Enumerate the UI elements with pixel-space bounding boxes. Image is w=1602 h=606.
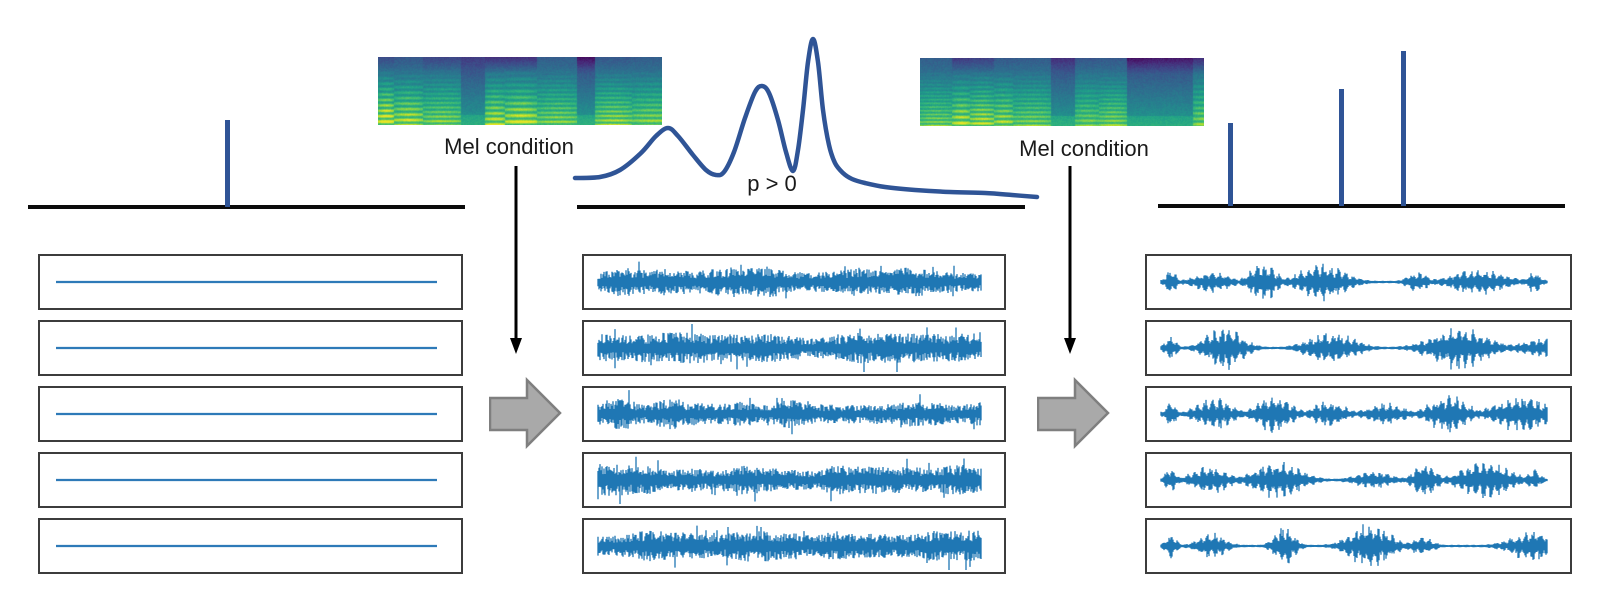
impulse-spike (1339, 89, 1344, 206)
mel-spectrogram-right (920, 58, 1204, 126)
waveform-box-output-5 (1145, 518, 1572, 574)
density-curve-path (572, 36, 1040, 200)
left-axis-line (28, 205, 465, 209)
waveform-box-noisy-2 (582, 320, 1006, 376)
speech-waveform (1160, 462, 1548, 498)
waveform-box-prior-1 (38, 254, 463, 310)
impulse-spike (1228, 123, 1233, 206)
speech-waveform (1160, 328, 1548, 370)
waveform-box-prior-4 (38, 452, 463, 508)
block-arrow-shape (489, 377, 562, 449)
waveform-box-noisy-5 (582, 518, 1006, 574)
waveform-box-output-4 (1145, 452, 1572, 508)
waveform-box-prior-3 (38, 386, 463, 442)
block-arrow-shape (1037, 377, 1110, 449)
mel-spectrogram-left (378, 57, 662, 125)
mel-condition-label-left: Mel condition (444, 134, 574, 159)
arrow-head (510, 338, 522, 354)
waveform-box-output-3 (1145, 386, 1572, 442)
mel-condition-label-right: Mel condition (1019, 136, 1149, 161)
arrow-head (1064, 338, 1076, 354)
speech-waveform (1160, 395, 1548, 433)
p-greater-zero-label: p > 0 (747, 171, 797, 196)
impulse-spike (1401, 51, 1406, 206)
waveform-box-noisy-4 (582, 452, 1006, 508)
waveform-box-prior-5 (38, 518, 463, 574)
waveform-box-noisy-1 (582, 254, 1006, 310)
noise-waveform (597, 324, 982, 372)
waveform-box-prior-2 (38, 320, 463, 376)
waveform-box-noisy-3 (582, 386, 1006, 442)
condition-arrow-left-icon (510, 166, 522, 354)
speech-waveform (1160, 263, 1548, 302)
process-arrow-left-icon (489, 377, 562, 449)
right-axis-line (1158, 204, 1565, 208)
impulse-spike (225, 120, 230, 207)
noise-waveform (597, 525, 982, 570)
condition-arrow-right-icon (1064, 166, 1076, 354)
waveform-box-output-2 (1145, 320, 1572, 376)
noise-waveform (597, 390, 982, 435)
middle-axis-line (577, 205, 1025, 209)
speech-waveform (1160, 524, 1548, 566)
waveform-box-output-1 (1145, 254, 1572, 310)
density-curve-plot (572, 36, 1040, 200)
noise-waveform (597, 456, 982, 504)
noise-waveform (597, 261, 982, 299)
process-arrow-right-icon (1037, 377, 1110, 449)
